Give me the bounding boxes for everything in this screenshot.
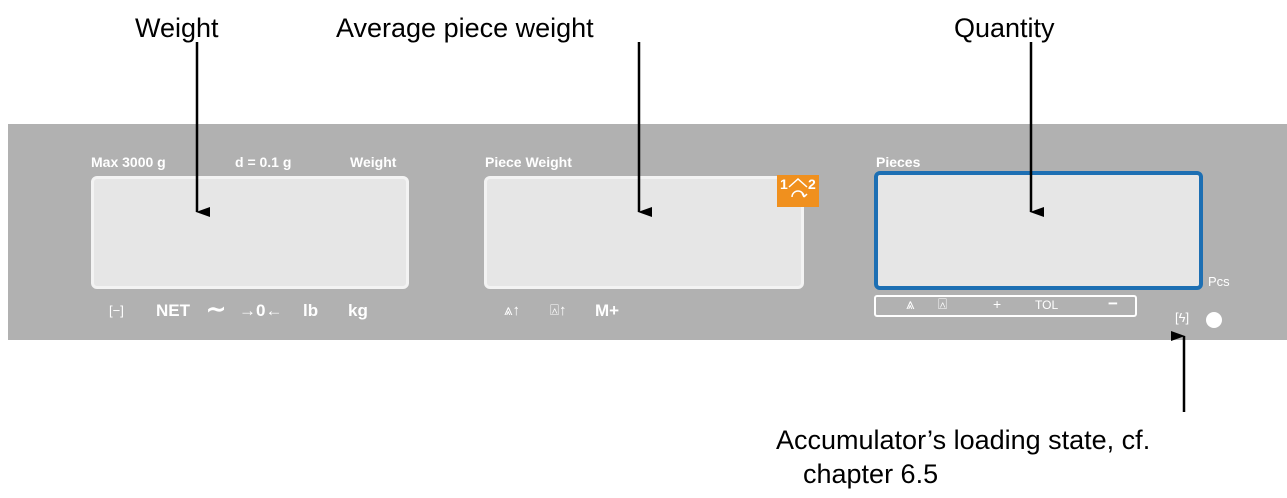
memory-plus-indicator: M+ bbox=[595, 301, 620, 320]
callout-accumulator-line1: Accumulator’s loading state, cf. bbox=[776, 425, 1151, 455]
scale-one-digit: 1 bbox=[780, 176, 788, 192]
tol-weight-icon: ⍓ bbox=[938, 296, 948, 313]
scale-switch-badge: 1 2 bbox=[777, 175, 819, 207]
callout-accumulator-line2: chapter 6.5 bbox=[803, 459, 939, 489]
piece-weight-display-title: Piece Weight bbox=[485, 154, 572, 170]
charging-icon: [ϟ] bbox=[1175, 310, 1190, 325]
callout-average-piece-weight: Average piece weight bbox=[336, 13, 594, 43]
pcs-unit-label: Pcs bbox=[1208, 274, 1230, 289]
tolerance-bar bbox=[874, 295, 1137, 317]
kg-unit-indicator: kg bbox=[348, 301, 368, 320]
accumulator-led bbox=[1206, 312, 1222, 328]
zero-indicator: →0← bbox=[239, 301, 283, 320]
pieces-display-title: Pieces bbox=[876, 154, 921, 170]
lb-unit-indicator: lb bbox=[303, 301, 319, 320]
tol-plus-indicator: + bbox=[993, 296, 1002, 312]
scale-switch-icon bbox=[788, 177, 808, 188]
weight-display-title: Weight bbox=[350, 154, 397, 170]
battery-icon: [−] bbox=[109, 303, 124, 318]
stability-icon: ∼ bbox=[206, 296, 227, 323]
net-indicator: NET bbox=[156, 301, 190, 320]
tol-pieces-icon: ⩓ bbox=[906, 296, 915, 313]
max-capacity-label: Max 3000 g bbox=[91, 154, 166, 170]
scale-two-digit: 2 bbox=[808, 176, 816, 192]
reference-pieces-icon: ⩓↑ bbox=[504, 302, 520, 319]
pieces-display bbox=[874, 171, 1203, 290]
callout-quantity: Quantity bbox=[954, 13, 1055, 43]
piece-weight-display bbox=[484, 176, 804, 289]
scale-display-panel: Max 3000 g d = 0.1 g Weight [−] NET ∼ →0… bbox=[8, 124, 1287, 340]
tol-label: TOL bbox=[1035, 298, 1059, 312]
reference-weight-icon: ⍓↑ bbox=[550, 302, 567, 319]
readability-label: d = 0.1 g bbox=[235, 154, 292, 170]
tol-minus-indicator: − bbox=[1108, 294, 1118, 313]
callout-weight: Weight bbox=[135, 13, 219, 43]
weight-display bbox=[91, 176, 409, 289]
